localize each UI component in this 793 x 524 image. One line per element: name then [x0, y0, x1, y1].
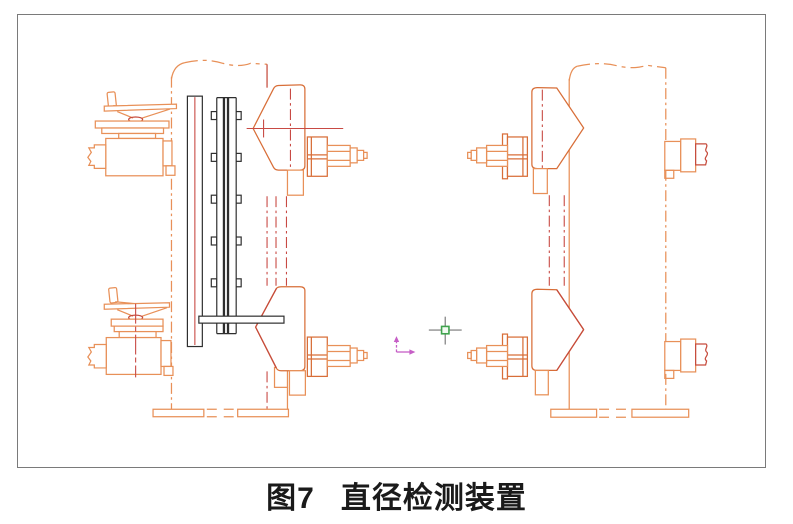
pickbox-icon: [440, 325, 450, 335]
cad-canvas: [87, 59, 709, 418]
crosshair-cursor-icon: [428, 316, 462, 345]
right-side-fitting-bottom: [664, 338, 709, 380]
ucs-icon: [393, 336, 416, 355]
right-bottom-clamp-bracket: [467, 288, 585, 396]
guide-rail: [210, 97, 242, 335]
bottom-clamp-bracket: [254, 286, 368, 410]
right-column-view: [467, 63, 709, 418]
probe-arm: [198, 315, 285, 324]
right-top-clamp-bracket: [467, 87, 585, 195]
left-column-view: [87, 59, 368, 418]
figure-caption: 图7 直径检测装置: [0, 473, 793, 517]
figure-number: 图7: [266, 482, 315, 515]
top-clamp-bracket: [246, 84, 368, 196]
base-plate-left: [152, 408, 290, 418]
right-side-fitting-top: [664, 138, 709, 179]
figure-frame: [17, 14, 766, 468]
left-column-outline: [170, 59, 288, 410]
measuring-centerline: [246, 119, 344, 138]
handwheel-valve-top: [87, 91, 178, 177]
base-plate-right: [550, 408, 690, 418]
handwheel-valve-bottom: [87, 286, 174, 378]
ruler-scale: [186, 95, 203, 348]
figure-title: 直径检测装置: [340, 482, 527, 515]
